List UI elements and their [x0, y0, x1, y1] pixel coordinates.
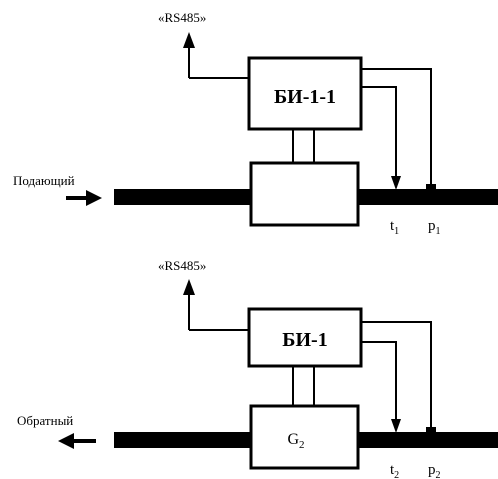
- pressure-sensor-line-bottom: [361, 321, 436, 433]
- supply-direction-arrow: [66, 190, 102, 206]
- temp-sensor-label-bottom: t2: [390, 462, 399, 479]
- return-pipe-label: Обратный: [17, 413, 73, 428]
- pressure-sensor-label-bottom: p2: [428, 462, 441, 479]
- return-direction-arrow: [58, 433, 96, 449]
- rs485-link-bottom: [183, 279, 249, 331]
- rs485-label-bottom: «RS485»: [158, 258, 206, 273]
- flowmeter-box-bottom: [249, 404, 360, 470]
- rs485-link-top: [183, 32, 249, 79]
- unit-label-bottom: БИ-1: [282, 329, 327, 351]
- supply-section: «RS485» БИ-1-1 Подающий: [13, 10, 498, 237]
- rs485-label-top: «RS485»: [158, 10, 206, 25]
- flowmeter-label-bottom: G2: [287, 431, 304, 451]
- return-section: «RS485» БИ-1 G2 Обратный: [17, 258, 498, 479]
- unit-connector-bottom: [292, 366, 315, 406]
- unit-label-top: БИ-1-1: [274, 86, 336, 108]
- flowmeter-box-top: [249, 161, 360, 227]
- pressure-sensor-label-top: p1: [428, 218, 441, 237]
- temp-sensor-line-bottom: [361, 341, 401, 433]
- unit-box-bottom: [247, 307, 363, 368]
- temp-sensor-line-top: [361, 86, 401, 190]
- pressure-sensor-line-top: [361, 68, 436, 190]
- supply-pipe-label: Подающий: [13, 173, 75, 188]
- unit-box-top: [247, 56, 363, 131]
- temp-sensor-label-top: t1: [390, 218, 399, 237]
- unit-connector-top: [292, 129, 315, 163]
